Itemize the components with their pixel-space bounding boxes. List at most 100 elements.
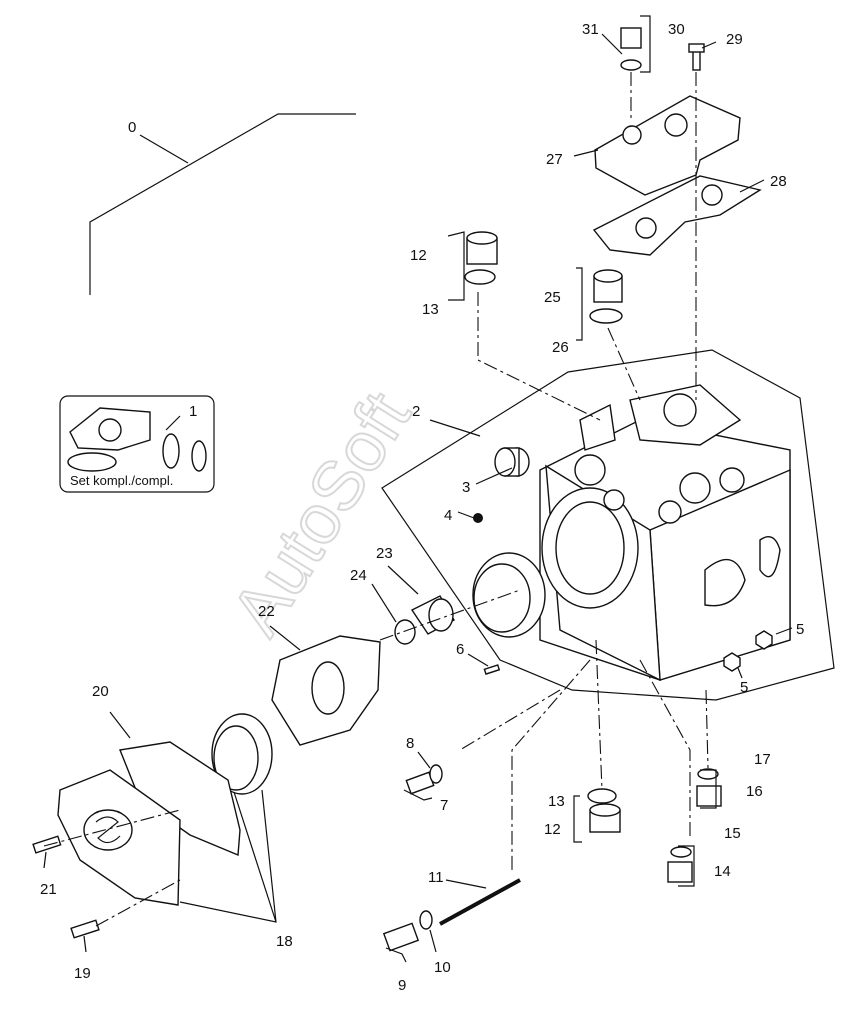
leader-21 bbox=[43, 851, 47, 869]
callout-25: 25 bbox=[544, 289, 561, 306]
kit-oring-b bbox=[191, 440, 207, 472]
callout-2: 2 bbox=[412, 403, 420, 420]
leader-23 bbox=[387, 565, 419, 595]
leader-0-pointer bbox=[139, 134, 189, 164]
callout-27: 27 bbox=[546, 151, 563, 168]
callout-15: 15 bbox=[724, 825, 741, 842]
callout-24: 24 bbox=[350, 567, 367, 584]
gasket-bore bbox=[701, 184, 723, 206]
callout-4: 4 bbox=[444, 507, 452, 524]
part-12-plug-top bbox=[464, 231, 498, 285]
screw-head bbox=[688, 43, 705, 53]
callout-12-top: 12 bbox=[410, 247, 427, 264]
part-13-oring-bottom bbox=[587, 788, 617, 804]
part-21-stud bbox=[32, 835, 62, 854]
assembly-line-19 bbox=[95, 879, 181, 927]
part-3-bushing bbox=[494, 447, 530, 477]
part-24-bearing bbox=[394, 619, 416, 645]
leader-5a bbox=[775, 627, 793, 635]
part-26-oring bbox=[589, 308, 623, 324]
kit-oring-a bbox=[162, 433, 180, 469]
part-14-plug bbox=[667, 861, 693, 883]
callout-16: 16 bbox=[746, 783, 763, 800]
leader-10 bbox=[429, 929, 437, 953]
kit-oring-large bbox=[67, 452, 117, 472]
kit-box: Set kompl./compl. bbox=[59, 395, 215, 493]
assembly-line-16 bbox=[705, 689, 709, 769]
leader-14-15 bbox=[678, 845, 695, 887]
leader-24 bbox=[371, 583, 397, 623]
leader-9 bbox=[385, 947, 407, 963]
part-19-screw bbox=[70, 919, 100, 939]
callout-20: 20 bbox=[92, 683, 109, 700]
part-13-oring-top bbox=[464, 269, 496, 285]
plate-bore bbox=[664, 113, 688, 137]
part-25-plug bbox=[589, 269, 623, 324]
leader-1 bbox=[165, 415, 181, 431]
plug-top-face bbox=[589, 803, 621, 817]
part-27-plate bbox=[594, 95, 741, 196]
kit-gasket-bore bbox=[98, 418, 122, 442]
logo-mark bbox=[95, 816, 121, 844]
part-11-rod bbox=[439, 878, 521, 926]
part-23-sleeve bbox=[410, 595, 455, 635]
watermark: AutoSoft bbox=[217, 379, 425, 648]
leader-25-26 bbox=[576, 267, 583, 341]
bearing-ring-left bbox=[211, 713, 273, 795]
assembly-line-21 bbox=[43, 809, 181, 847]
part-28-gasket bbox=[592, 175, 762, 256]
assembly-line-7 bbox=[459, 689, 561, 751]
assembly-line-14 bbox=[639, 659, 691, 840]
part-17-oring bbox=[697, 768, 719, 780]
callout-31: 31 bbox=[582, 21, 599, 38]
callout-8: 8 bbox=[406, 735, 414, 752]
callout-13-bottom: 13 bbox=[548, 793, 565, 810]
callout-0: 0 bbox=[128, 119, 136, 136]
callout-19: 19 bbox=[74, 965, 91, 982]
callout-6: 6 bbox=[456, 641, 464, 658]
part-8-oring bbox=[429, 764, 443, 784]
callout-22: 22 bbox=[258, 603, 275, 620]
leader-27 bbox=[573, 149, 599, 157]
assembly-line-12 bbox=[477, 292, 601, 421]
callout-5b: 5 bbox=[740, 679, 748, 696]
kit-caption: Set kompl./compl. bbox=[70, 473, 173, 488]
part-30-oring bbox=[620, 59, 642, 71]
leader-7 bbox=[403, 789, 433, 801]
leader-6 bbox=[467, 653, 489, 667]
part-5-plug-a bbox=[755, 630, 773, 650]
leader-30 bbox=[640, 15, 651, 73]
leader-3 bbox=[475, 467, 513, 485]
plate-port bbox=[622, 125, 642, 145]
callout-12-bottom: 12 bbox=[544, 821, 561, 838]
part-4-plug bbox=[473, 513, 483, 523]
part-7-plug bbox=[405, 764, 443, 795]
part-31-plug bbox=[620, 27, 642, 49]
cover-bore bbox=[311, 661, 345, 715]
callout-3: 3 bbox=[462, 479, 470, 496]
callout-26: 26 bbox=[552, 339, 569, 356]
leader-11 bbox=[445, 879, 487, 889]
leader-28 bbox=[739, 179, 765, 193]
callout-7: 7 bbox=[440, 797, 448, 814]
callout-30: 30 bbox=[668, 21, 685, 38]
callout-29: 29 bbox=[726, 31, 743, 48]
leader-4 bbox=[457, 511, 475, 519]
callout-21: 21 bbox=[40, 881, 57, 898]
callout-23: 23 bbox=[376, 545, 393, 562]
leader-16-17 bbox=[700, 769, 717, 809]
leader-2 bbox=[429, 419, 481, 437]
leader-12-13-bottom bbox=[573, 795, 582, 843]
callout-18: 18 bbox=[276, 933, 293, 950]
part-15-oring bbox=[670, 846, 692, 858]
part-6-pin bbox=[483, 664, 501, 675]
bearing-ring-right bbox=[472, 552, 546, 638]
callout-10: 10 bbox=[434, 959, 451, 976]
part-9-plug bbox=[382, 922, 420, 952]
leader-19 bbox=[83, 935, 87, 953]
callout-14: 14 bbox=[714, 863, 731, 880]
callout-9: 9 bbox=[398, 977, 406, 994]
housing-outline bbox=[381, 349, 835, 701]
